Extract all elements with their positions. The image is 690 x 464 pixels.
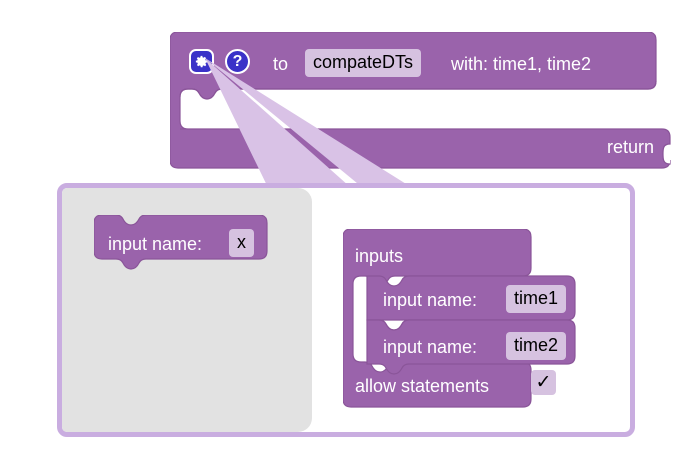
mutator-dialog[interactable]: input name: x inputs input name: time1 i… xyxy=(57,183,635,437)
procedure-definition-block[interactable] xyxy=(170,32,680,177)
mutator-workspace-stack[interactable] xyxy=(343,229,591,409)
flyout-input-block[interactable] xyxy=(94,215,274,271)
procedure-block-body xyxy=(170,32,671,169)
flyout-block-body xyxy=(94,215,268,270)
input-rows-seam xyxy=(367,319,567,331)
input-row-block-1[interactable] xyxy=(366,275,576,321)
return-value-socket[interactable] xyxy=(662,143,671,165)
